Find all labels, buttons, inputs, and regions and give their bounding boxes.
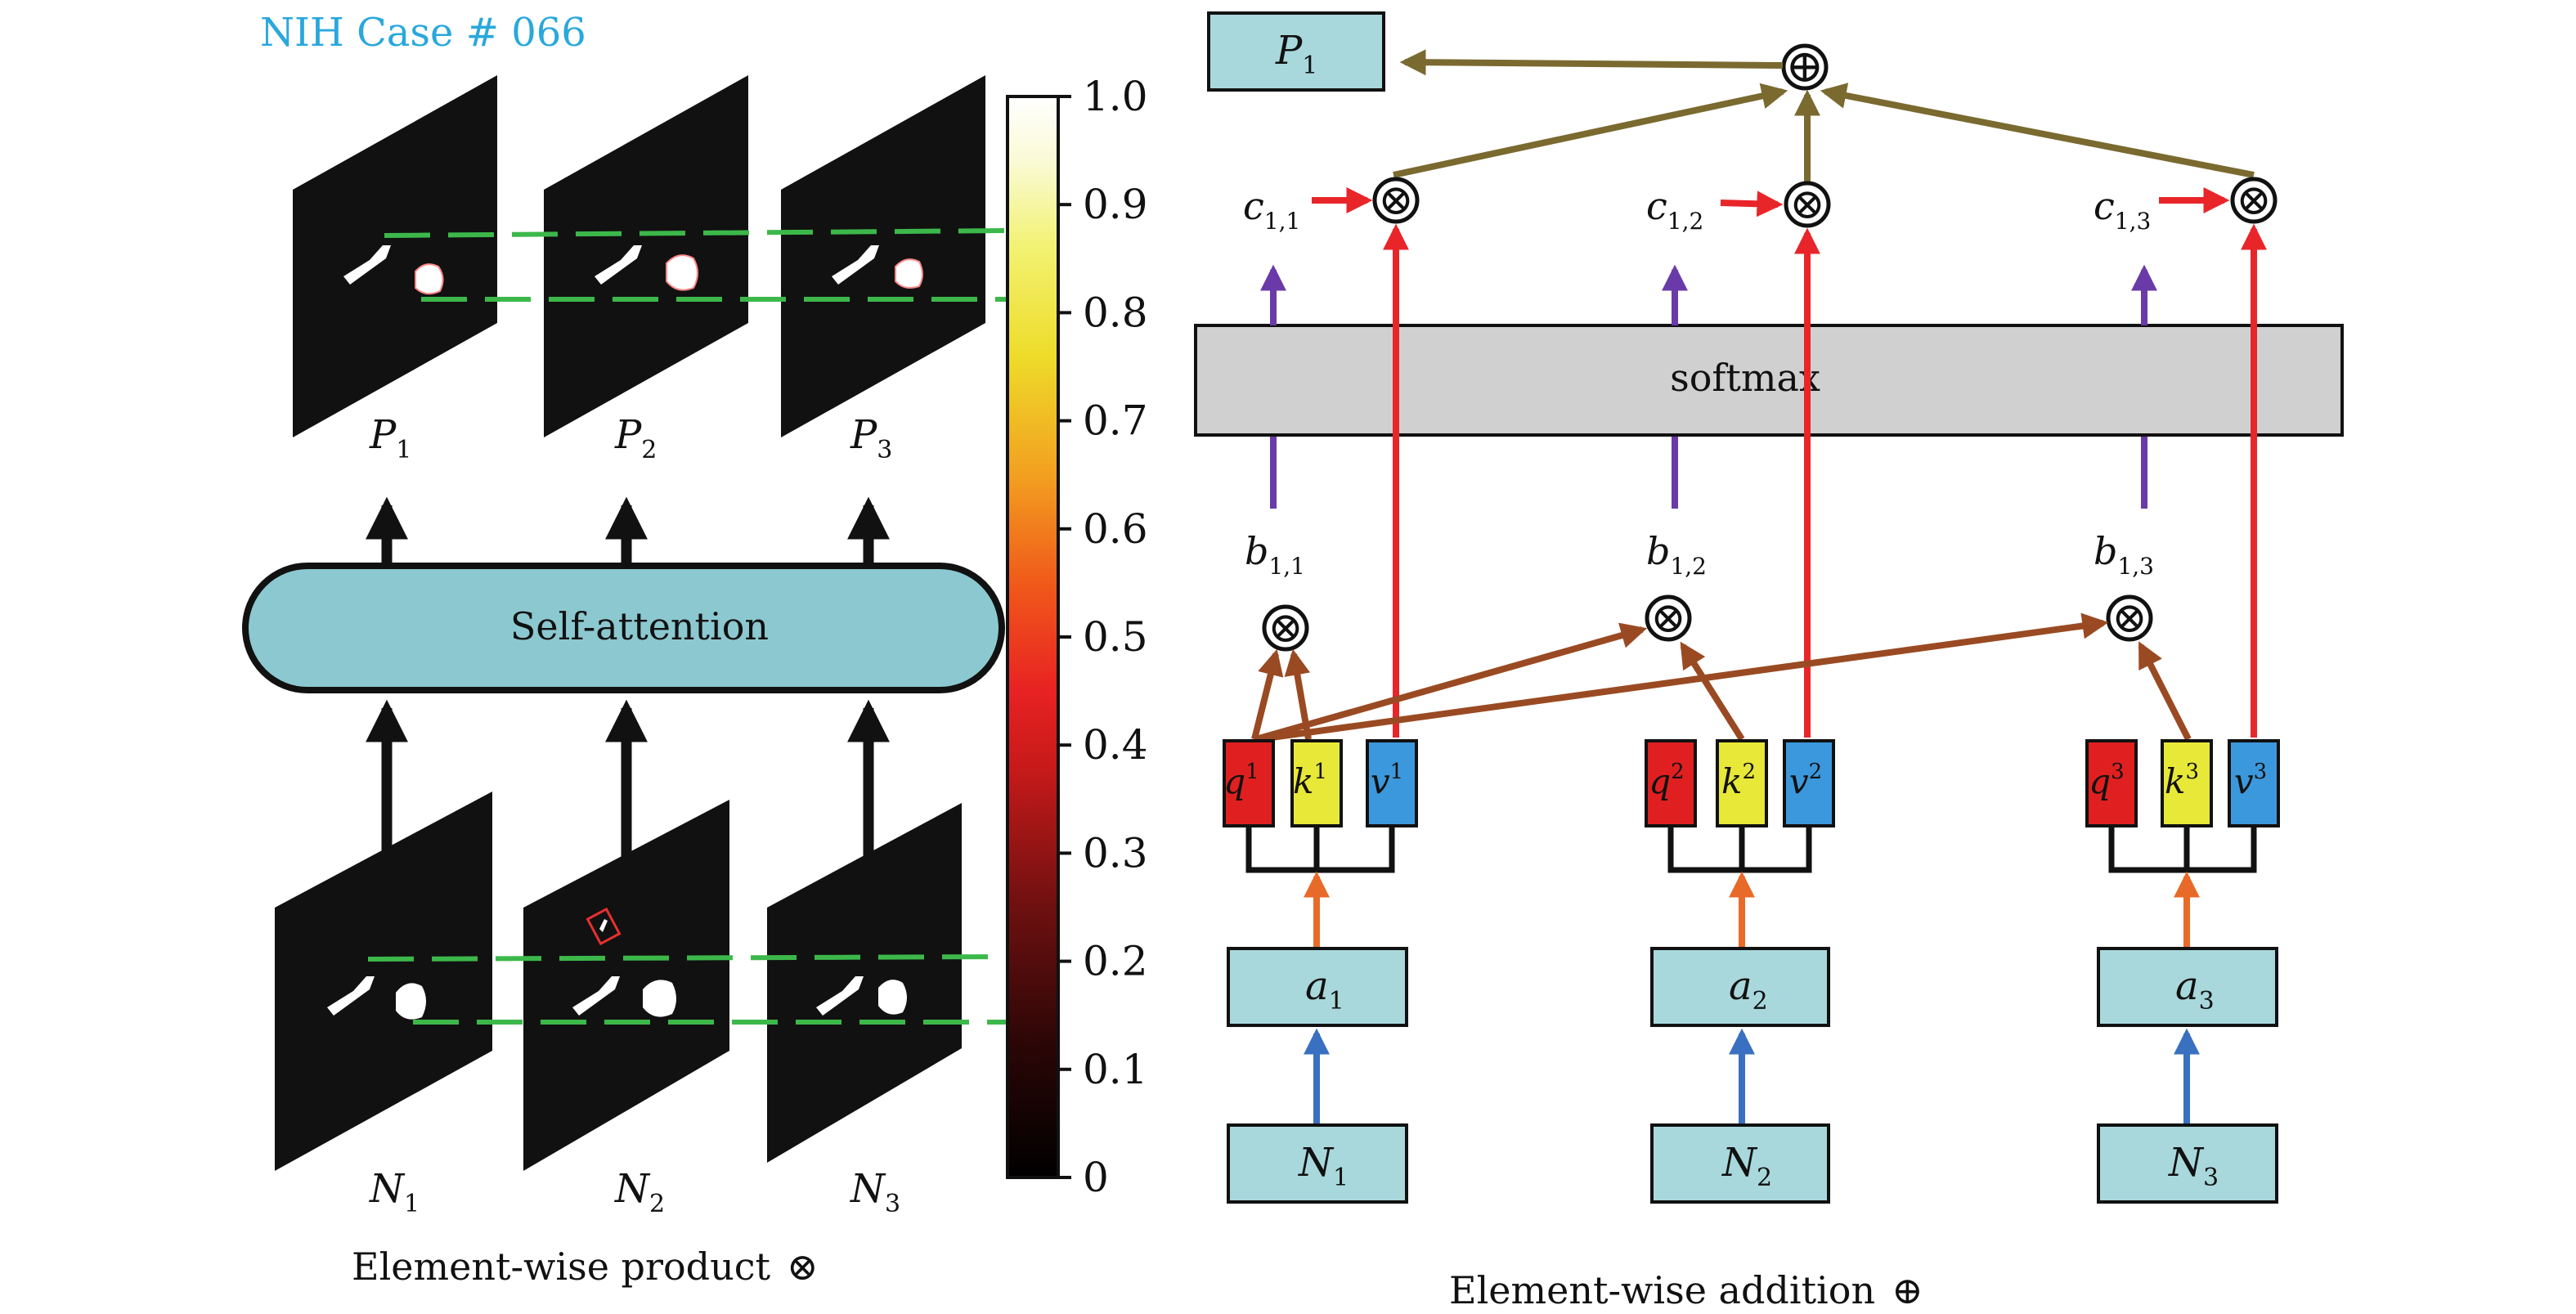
colorbar-gradient [1006,95,1060,1179]
input-to-attention-arrows [366,699,890,859]
c-to-product-arrows [1312,187,2230,218]
colorbar-tick-label: 0.4 [1083,721,1148,769]
svg-text:v2: v2 [1789,760,1822,801]
svg-text:⊗: ⊗ [1789,180,1825,229]
softmax-block [1194,324,2344,437]
input-box-2 [1650,1123,1830,1204]
key-block-3 [2161,739,2213,827]
highlight-box [586,907,622,946]
svg-text:N1: N1 [1298,1140,1349,1192]
query-block-3 [2085,739,2138,827]
output-green-dashes [384,228,1007,302]
output-slice-p3 [781,75,985,437]
c-label-3: c1,3 [2094,184,2151,235]
svg-text:v3: v3 [2234,760,2267,801]
qkv-group-3: q3 k3 v3 [2085,739,2280,873]
key-block-1 [1290,739,1343,827]
colorbar-tick-label: 0.2 [1083,938,1148,985]
colorbar-tick-label: 0.6 [1083,505,1148,553]
svg-text:k2: k2 [1721,760,1756,801]
svg-text:N2: N2 [1721,1140,1772,1192]
input-slice-n1 [275,792,492,1171]
colorbar-tick-label: 0.7 [1083,397,1148,445]
input-boxes: N1 N2 N3 [1227,1123,2278,1204]
svg-text:⊗: ⊗ [1268,603,1304,653]
embedding-boxes: a1 a2 a3 [1227,947,2278,1027]
svg-text:⊗: ⊗ [2236,176,2272,225]
colorbar-tick-label: 0.3 [1083,829,1148,877]
value-arrows [1383,223,2267,738]
query-block-2 [1645,739,1697,827]
embedding-arrows [1304,871,2200,949]
input-label-n3: N3 [850,1166,900,1218]
embedding-box-3 [2097,947,2278,1027]
sum-node [1781,43,1829,91]
b-label-1: b1,1 [1245,529,1305,580]
svg-text:k3: k3 [2165,760,2199,801]
colorbar-tick-label: 0.1 [1083,1046,1148,1093]
product-caption: Element-wise product⊗ [352,1244,819,1289]
svg-text:⊗: ⊗ [1378,176,1414,225]
colorbar-tick-label: 0.8 [1083,289,1148,336]
input-box-1 [1227,1123,1408,1204]
output-label-p1: P1 [369,412,411,464]
svg-text:a2: a2 [1729,963,1768,1016]
softmax-label: softmax [1670,356,1820,400]
softmax-in-lines [1270,437,2147,509]
embedding-box-2 [1650,947,1830,1027]
c-label-2: c1,2 [1646,184,1703,235]
attention-to-output-arrows [366,496,890,564]
softmax-out-arrows [1260,264,2157,325]
c-label-1: c1,1 [1243,184,1300,235]
output-label-p2: P2 [614,412,657,464]
sum-node-symbol: ⊕ [1786,40,1824,93]
input-arrows [1304,1028,2200,1125]
svg-text:v1: v1 [1371,760,1403,801]
svg-text:⊗: ⊗ [1650,594,1686,643]
output-slice-p2 [544,75,748,437]
self-attention-label: Self-attention [510,604,769,648]
output-box-label: P1 [1275,28,1317,80]
colorbar-tick-label: 0 [1083,1154,1109,1201]
colorbar-tick-label: 0.9 [1083,181,1148,228]
colorbar-tick-label: 0.5 [1083,613,1148,661]
qkv-group-2: q2 k2 v2 [1645,739,1835,873]
input-label-n1: N1 [369,1166,420,1218]
embedding-box-1 [1227,947,1408,1027]
svg-text:q2: q2 [1649,760,1684,801]
output-box-p1 [1207,11,1385,92]
query-key-arrows [1251,612,2192,742]
svg-text:N3: N3 [2168,1140,2219,1192]
output-slice-p1 [293,75,497,437]
colorbar-ticks: 1.0 0.9 0.8 0.7 0.6 0.5 0.4 0.3 0.2 0.1 0 [1058,73,1148,1201]
output-label-p3: P3 [850,412,892,464]
input-label-n2: N2 [614,1166,665,1218]
b-label-3: b1,3 [2094,529,2154,580]
input-box-3 [2097,1123,2278,1204]
svg-text:k1: k1 [1293,760,1327,801]
multiply-nodes-b: ⊗ ⊗ ⊗ [1262,594,2153,653]
value-block-3 [2228,739,2280,827]
svg-text:⊗: ⊗ [2112,594,2147,643]
svg-text:a1: a1 [1305,963,1344,1016]
colorbar-tick-label: 1.0 [1083,73,1148,120]
svg-text:q3: q3 [2089,760,2124,801]
value-block-1 [1366,739,1418,827]
qkv-group-1: q1 k1 v1 [1223,739,1418,873]
sum-arrows [1393,49,2255,183]
b-label-2: b1,2 [1646,529,1707,580]
case-label: NIH Case # 066 [260,10,586,56]
multiply-nodes-c: ⊗ ⊗ ⊗ [1372,176,2278,229]
input-slice-n3 [767,803,962,1163]
input-green-dashes [367,954,1007,1025]
svg-text:q1: q1 [1223,760,1259,801]
addition-caption: Element-wise addition⊕ [1449,1268,1923,1312]
svg-text:a3: a3 [2175,963,2215,1016]
self-attention-block [242,563,1005,693]
input-slice-n2 [523,800,729,1171]
